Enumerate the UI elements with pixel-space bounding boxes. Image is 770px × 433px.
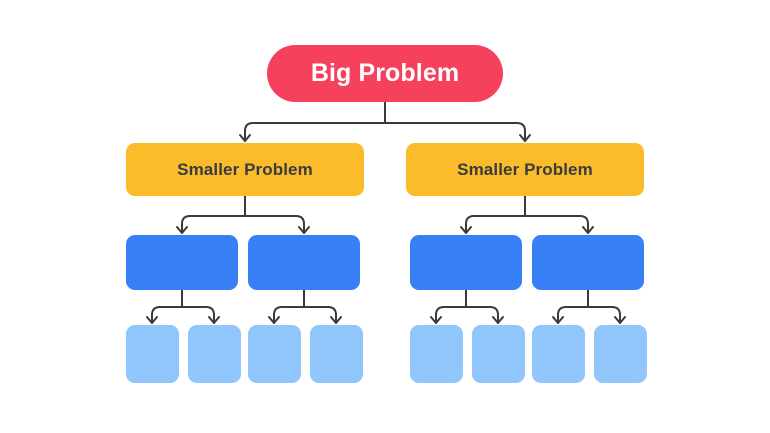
node-level-4-7[interactable]: [532, 325, 585, 383]
node-root-1[interactable]: Big Problem: [267, 45, 503, 102]
arrowhead-icon: [176, 226, 188, 234]
node-level-2-2[interactable]: Smaller Problem: [406, 143, 644, 196]
node-level-4-1[interactable]: [126, 325, 179, 383]
connector-branch-level-3-n1-to-level-4-1: [151, 306, 183, 324]
arrowhead-icon: [430, 316, 442, 324]
arrowhead-icon: [146, 316, 158, 324]
connector-branch-root-to-level-2-1: [244, 122, 386, 142]
node-level-4-3[interactable]: [248, 325, 301, 383]
node-label: Smaller Problem: [177, 160, 313, 179]
node-level-3-3[interactable]: [410, 235, 522, 290]
connector-branch-level-3-n2-to-level-4-2: [303, 306, 337, 324]
node-level-4-6[interactable]: [472, 325, 525, 383]
arrowhead-icon: [614, 316, 626, 324]
connector-branch-level-3-n3-to-level-4-2: [465, 306, 499, 324]
node-level-3-1[interactable]: [126, 235, 238, 290]
connector-branch-level-3-n4-to-level-4-2: [587, 306, 621, 324]
node-level-2-1[interactable]: Smaller Problem: [126, 143, 364, 196]
connector-branch-level-3-n3-to-level-4-1: [435, 306, 467, 324]
arrowhead-icon: [330, 316, 342, 324]
arrowhead-icon: [582, 226, 594, 234]
connector-branch-root-to-level-2-2: [384, 122, 526, 142]
arrowhead-icon: [239, 134, 251, 142]
connector-branch-level-2-left-to-level-3-1: [181, 215, 246, 234]
node-level-3-4[interactable]: [532, 235, 644, 290]
connector-branch-level-3-n2-to-level-4-1: [273, 306, 305, 324]
node-label: Smaller Problem: [457, 160, 593, 179]
arrowhead-icon: [552, 316, 564, 324]
node-level-4-2[interactable]: [188, 325, 241, 383]
arrowhead-icon: [208, 316, 220, 324]
node-level-4-8[interactable]: [594, 325, 647, 383]
node-level-3-2[interactable]: [248, 235, 360, 290]
connector-branch-level-2-right-to-level-3-1: [465, 215, 526, 234]
connector-branch-level-2-left-to-level-3-2: [244, 215, 305, 234]
arrowhead-icon: [492, 316, 504, 324]
connector-branch-level-2-right-to-level-3-2: [524, 215, 589, 234]
arrowhead-icon: [268, 316, 280, 324]
connector-branch-level-3-n4-to-level-4-1: [557, 306, 589, 324]
arrowhead-icon: [460, 226, 472, 234]
arrowhead-icon: [298, 226, 310, 234]
arrowhead-icon: [519, 134, 531, 142]
node-level-4-4[interactable]: [310, 325, 363, 383]
connector-branch-level-3-n1-to-level-4-2: [181, 306, 215, 324]
node-level-4-5[interactable]: [410, 325, 463, 383]
node-label: Big Problem: [310, 59, 460, 87]
